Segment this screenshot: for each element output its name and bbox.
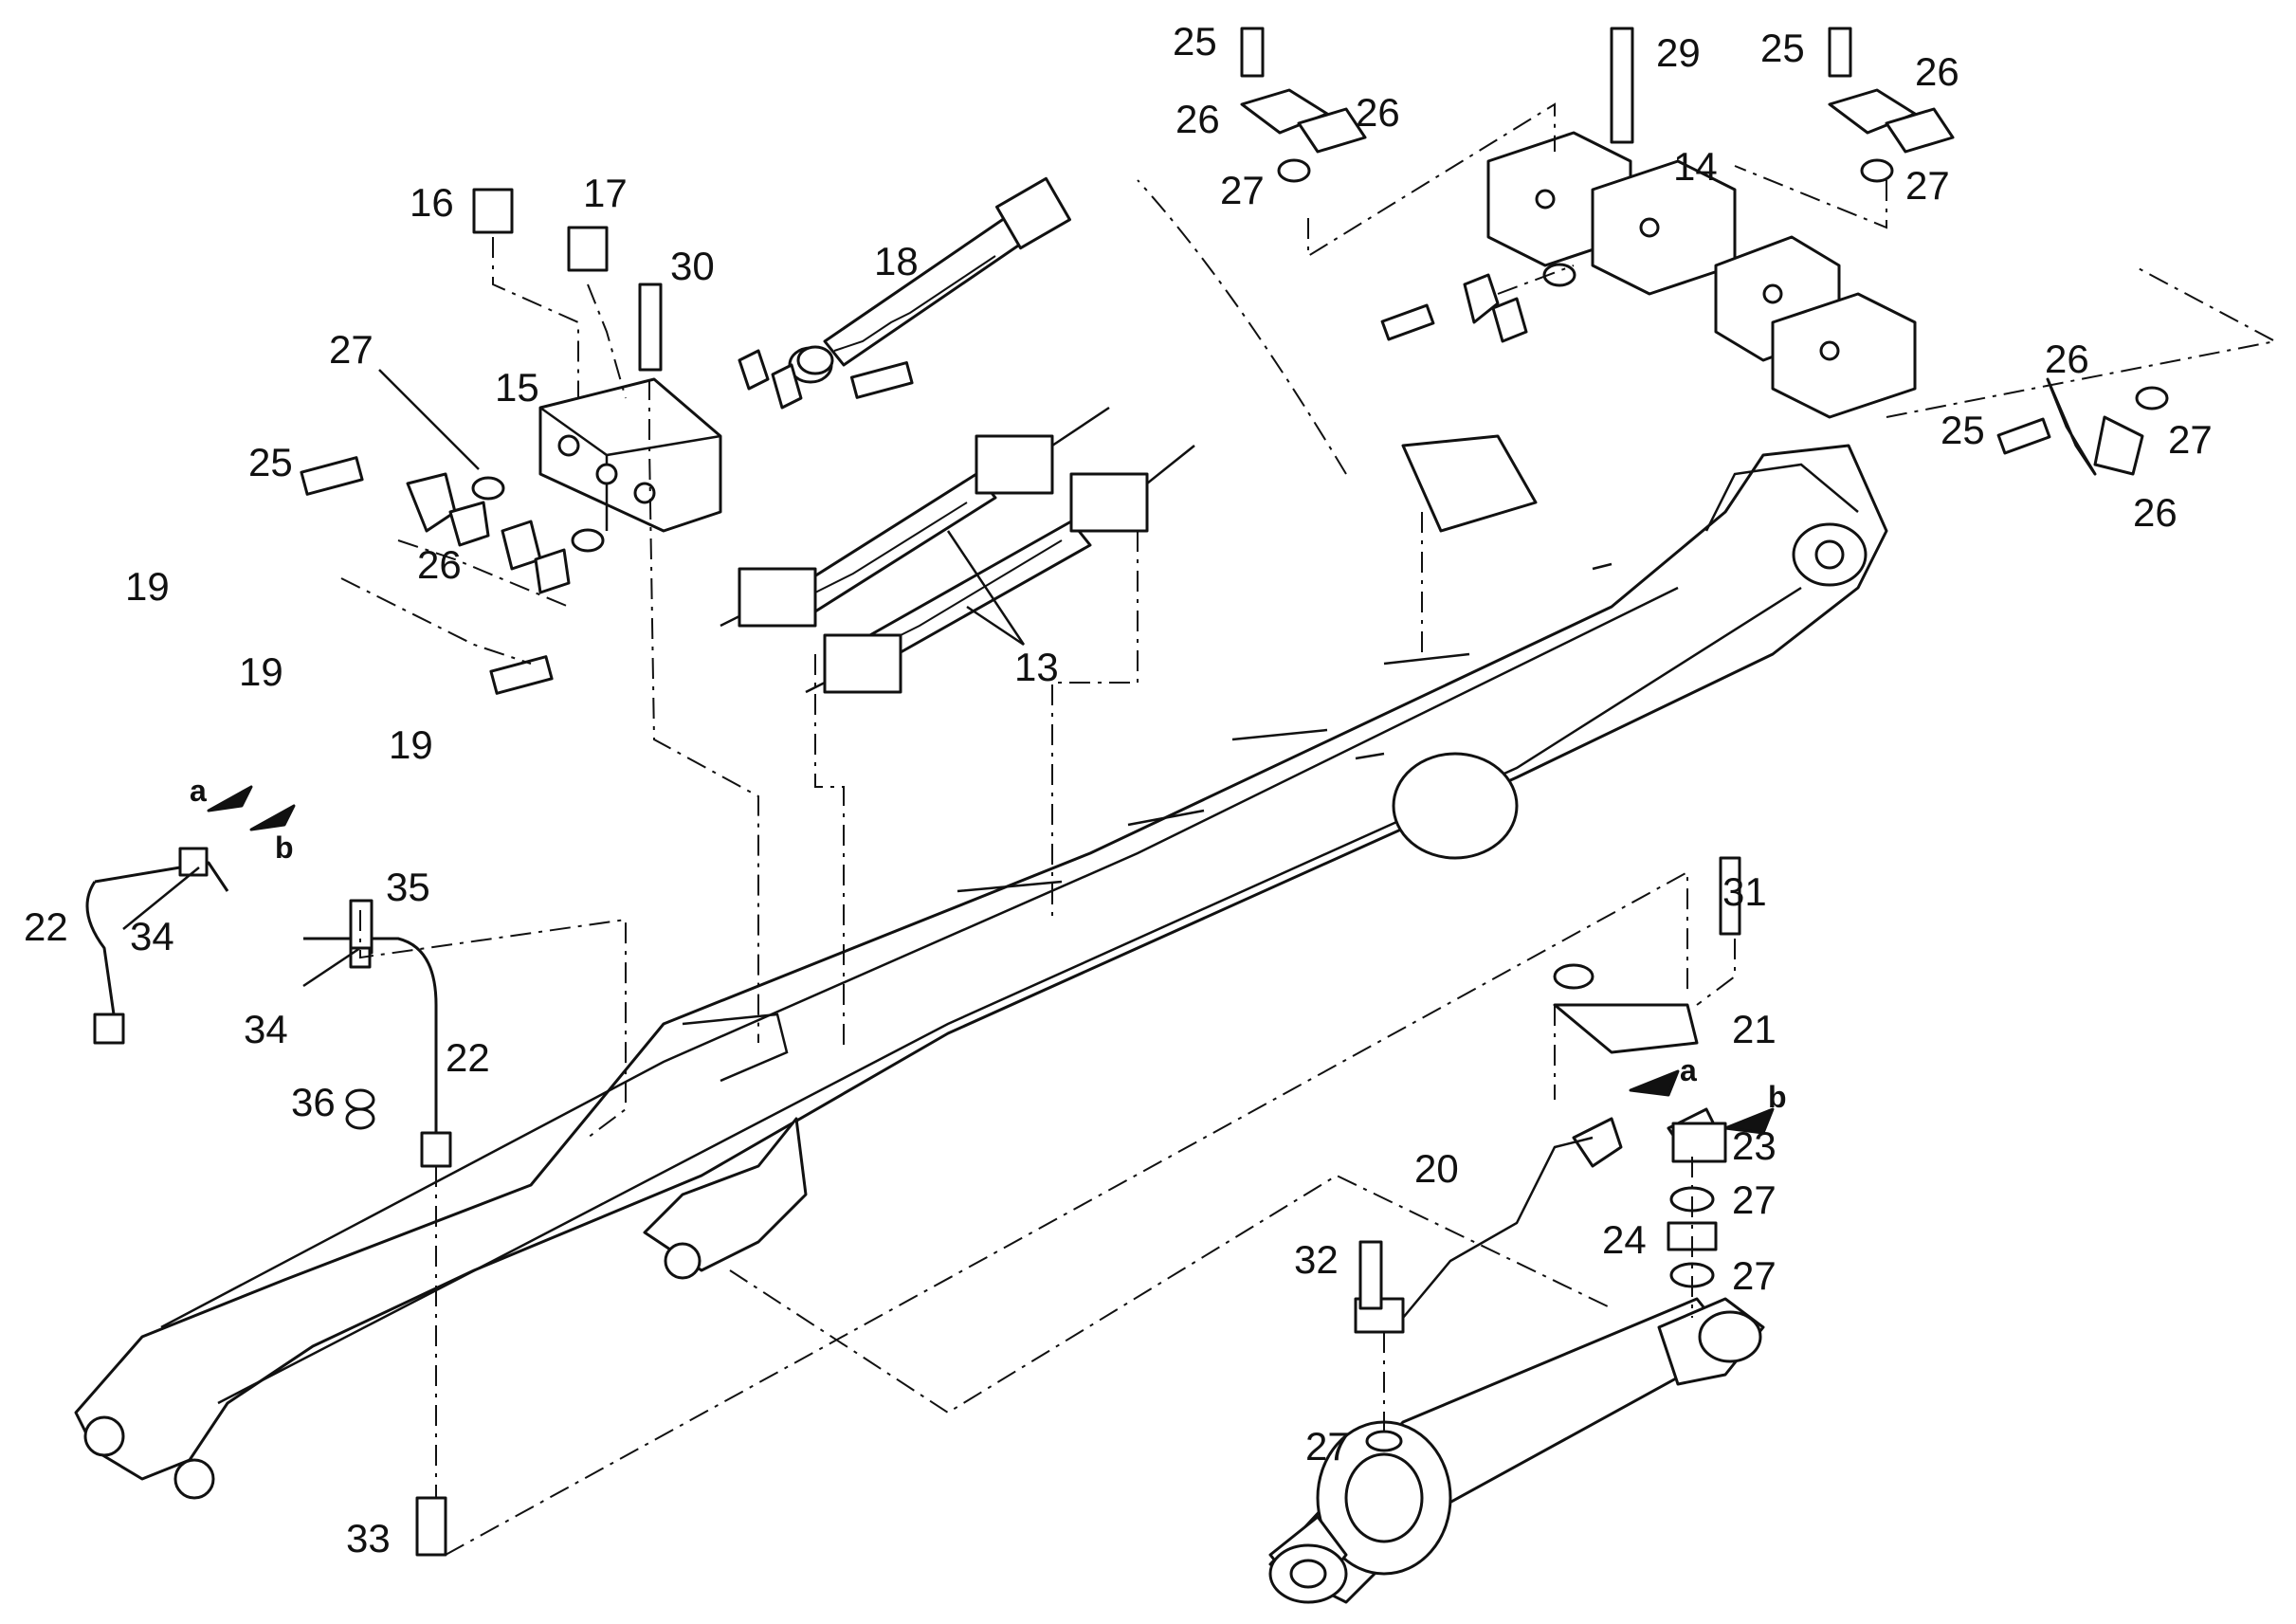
part-label: 35 [386, 865, 430, 909]
part-label: 27 [1905, 163, 1950, 208]
part-label: 23 [1732, 1123, 1777, 1168]
boom-arm [74, 444, 1888, 1500]
small-parts [85, 27, 2169, 1557]
part-label: 17 [583, 171, 628, 215]
connector-label: a [1680, 1053, 1697, 1087]
part-label: 27 [329, 327, 374, 372]
part-label: 31 [1722, 869, 1767, 914]
connector-label: b [1768, 1080, 1787, 1114]
part-label: 21 [1732, 1007, 1777, 1051]
part-label: 18 [874, 239, 919, 283]
part-label: 24 [1602, 1217, 1647, 1262]
part-label: 26 [2045, 337, 2089, 381]
part-label: 29 [1656, 30, 1701, 75]
connector-labels: a b a b [190, 774, 1787, 1114]
part-label: 16 [410, 180, 454, 225]
part-label: 15 [495, 365, 539, 410]
part-label: 27 [1220, 168, 1265, 212]
part-label: 25 [1941, 408, 1985, 452]
connector-label: a [190, 774, 207, 808]
part-label: 27 [2168, 417, 2213, 462]
part-label: 19 [125, 564, 170, 609]
part-label: 22 [24, 904, 68, 949]
part-label: 19 [389, 722, 433, 767]
part-label: 30 [670, 244, 715, 288]
hose-18 [788, 176, 1071, 384]
block-14 [1486, 131, 1917, 419]
part-label: 25 [1760, 26, 1805, 70]
part-label: 34 [130, 914, 174, 958]
part-label: 22 [446, 1035, 490, 1080]
leader-lines [122, 369, 1026, 988]
part-label: 26 [2133, 490, 2178, 535]
connector-arrows [207, 785, 1775, 1135]
part-label: 25 [248, 440, 293, 484]
part-labels: 13 14 15 16 17 18 19 19 19 20 21 22 22 2… [24, 19, 2213, 1560]
part-label: 14 [1673, 144, 1718, 189]
part-label: 26 [1356, 90, 1400, 135]
part-label: 32 [1294, 1237, 1339, 1282]
dash-lines [340, 102, 2278, 1556]
part-label: 26 [1175, 97, 1220, 141]
part-label: 27 [1305, 1424, 1350, 1469]
connector-label: b [275, 830, 294, 865]
part-label: 34 [244, 1007, 288, 1051]
part-label: 26 [1915, 49, 1959, 94]
part-label: 33 [346, 1516, 391, 1560]
part-label: 13 [1014, 645, 1059, 689]
hydraulic-cylinder [1268, 1297, 1765, 1604]
part-label: 27 [1732, 1177, 1777, 1222]
hoses-13 [720, 406, 1195, 694]
part-label: 19 [239, 649, 283, 694]
part-label: 20 [1414, 1146, 1459, 1191]
block-15 [538, 377, 722, 533]
part-label: 36 [291, 1080, 336, 1124]
part-label: 27 [1732, 1253, 1777, 1298]
part-label: 26 [417, 542, 462, 587]
part-label: 25 [1173, 19, 1217, 64]
